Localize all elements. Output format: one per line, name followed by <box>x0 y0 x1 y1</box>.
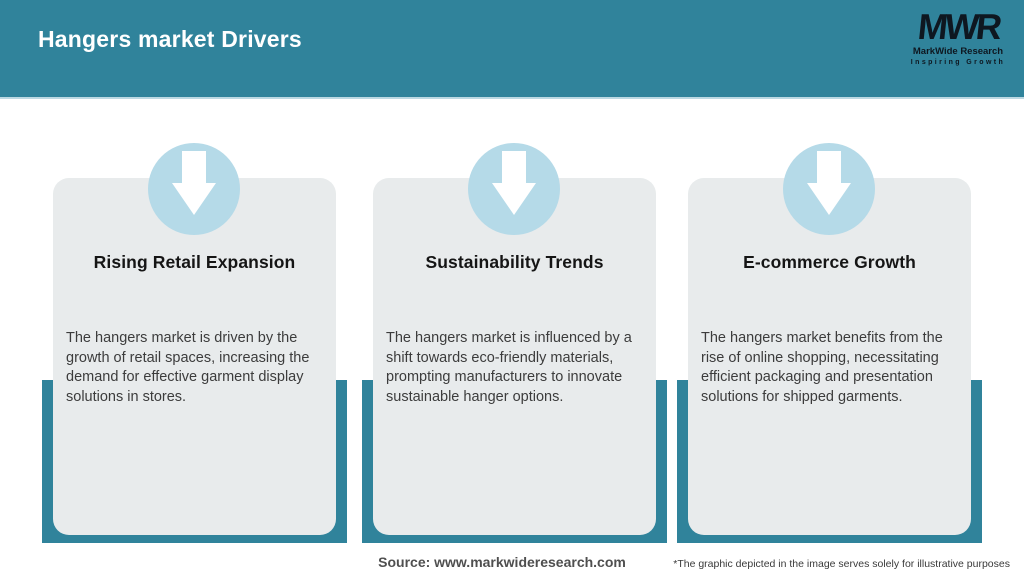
logo-company-name: MarkWide Research <box>912 46 1004 57</box>
page-title: Hangers market Drivers <box>38 26 302 52</box>
card-body-text: The hangers market benefits from the ris… <box>701 330 943 405</box>
driver-card-group-1: Rising Retail Expansion The hangers mark… <box>42 0 347 576</box>
driver-card: Sustainability Trends The hangers market… <box>373 178 656 535</box>
driver-card: E-commerce Growth The hangers market ben… <box>688 178 971 535</box>
header-bar: Hangers market Drivers MWR MarkWide Rese… <box>0 0 1024 99</box>
markwide-research-logo: MWR MarkWide Research Inspiring Growth <box>908 6 1008 66</box>
card-title: E-commerce Growth <box>743 252 916 272</box>
logo-tagline: Inspiring Growth <box>910 58 1006 66</box>
card-icon-circle <box>783 143 875 235</box>
driver-card-group-3: E-commerce Growth The hangers market ben… <box>677 0 982 576</box>
arrow-down-icon <box>148 143 240 235</box>
card-icon-circle <box>148 143 240 235</box>
card-title: Rising Retail Expansion <box>93 252 296 272</box>
driver-card: Rising Retail Expansion The hangers mark… <box>53 178 336 535</box>
disclaimer-text: *The graphic depicted in the image serve… <box>673 558 1010 570</box>
card-icon-circle <box>468 143 560 235</box>
driver-card-group-2: Sustainability Trends The hangers market… <box>362 0 667 576</box>
source-text: Source: www.markwideresearch.com <box>378 554 626 570</box>
arrow-down-icon <box>468 143 560 235</box>
card-title: Sustainability Trends <box>425 252 604 272</box>
card-body-text: The hangers market is influenced by a sh… <box>386 330 632 405</box>
arrow-down-icon <box>783 143 875 235</box>
card-body-text: The hangers market is driven by the grow… <box>66 330 310 405</box>
